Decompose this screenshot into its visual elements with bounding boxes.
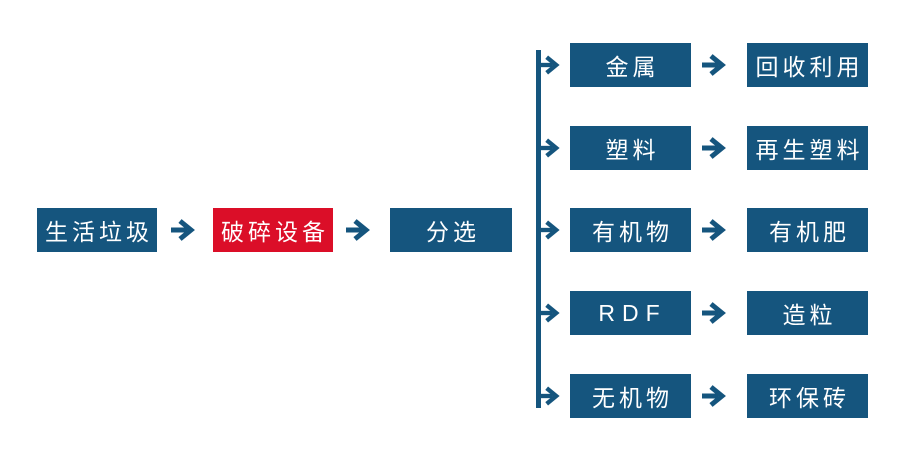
branch-result-node: 环保砖 — [747, 374, 868, 418]
branch-material-node: 有机物 — [570, 208, 691, 252]
branch-material-node: RDF — [570, 291, 691, 335]
arrow-right-icon — [701, 385, 731, 407]
arrow-right-icon — [538, 386, 564, 406]
arrow-right-icon — [701, 302, 731, 324]
arrow-right-icon — [538, 138, 564, 158]
arrow-right-icon — [538, 303, 564, 323]
arrow-right-icon — [170, 219, 200, 241]
node-household-waste: 生活垃圾 — [37, 208, 157, 252]
arrow-right-icon — [701, 219, 731, 241]
arrow-right-icon — [538, 220, 564, 240]
arrow-right-icon — [345, 219, 375, 241]
node-sorting: 分选 — [390, 208, 512, 252]
branch-result-node: 再生塑料 — [747, 126, 868, 170]
branch-result-node: 回收利用 — [747, 43, 868, 87]
branch-result-node: 有机肥 — [747, 208, 868, 252]
arrow-right-icon — [538, 55, 564, 75]
branch-result-node: 造粒 — [747, 291, 868, 335]
branch-material-node: 塑料 — [570, 126, 691, 170]
branch-material-node: 无机物 — [570, 374, 691, 418]
arrow-right-icon — [701, 137, 731, 159]
node-crushing-equipment: 破碎设备 — [213, 208, 333, 252]
arrow-right-icon — [701, 54, 731, 76]
branch-material-node: 金属 — [570, 43, 691, 87]
branch-connector-line — [536, 50, 541, 408]
